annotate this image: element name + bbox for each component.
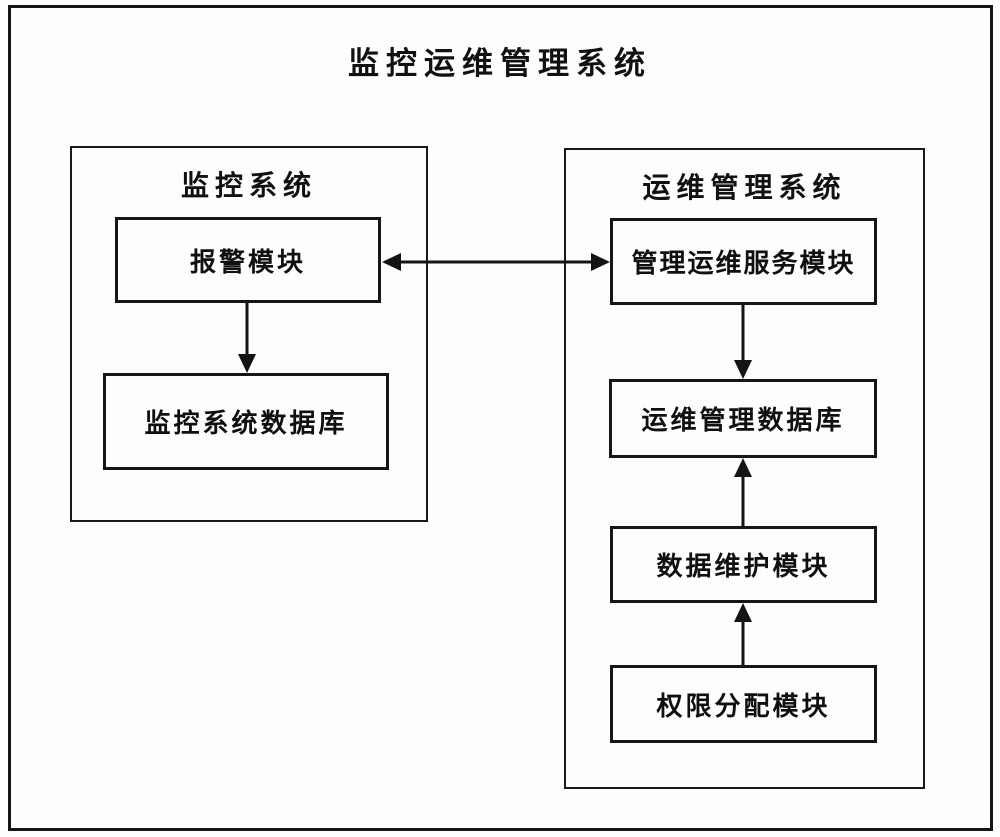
module-data-maintenance: 数据维护模块 (610, 526, 877, 603)
group-monitoring-system: 监控系统 (70, 146, 428, 522)
module-permission-assignment: 权限分配模块 (610, 665, 877, 743)
group-ops-management-system: 运维管理系统 (564, 148, 925, 789)
diagram-title: 监控运维管理系统 (348, 46, 652, 81)
module-alarm: 报警模块 (115, 217, 381, 303)
outer-system-frame (8, 5, 993, 831)
group-ops-title: 运维管理系统 (642, 173, 847, 204)
module-ops-service: 管理运维服务模块 (610, 218, 877, 305)
module-monitoring-database: 监控系统数据库 (103, 373, 389, 470)
module-ops-database: 运维管理数据库 (609, 379, 877, 458)
group-monitoring-title: 监控系统 (180, 171, 317, 202)
